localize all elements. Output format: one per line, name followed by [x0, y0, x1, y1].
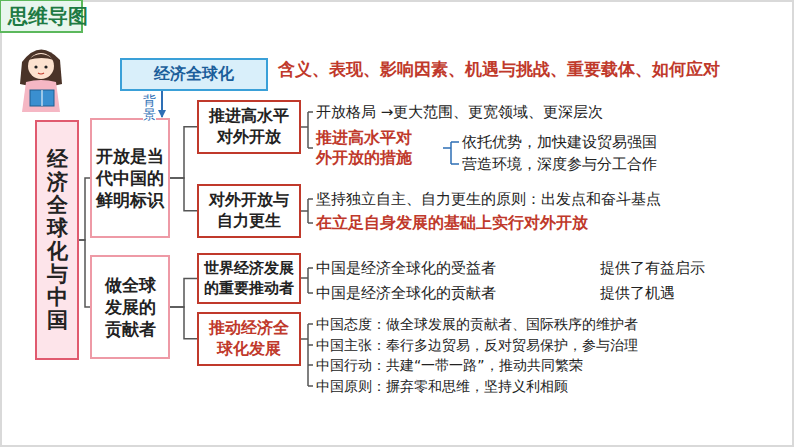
leaf-text: 中国态度：做全球发展的贡献者、国际秩序的维护者: [316, 314, 638, 334]
connector: [170, 178, 197, 211]
leaf-text: 中国行动：共建“一带一路”，推动共同繁荣: [316, 355, 583, 375]
leaf-text: 中国是经济全球化的受益者: [316, 258, 496, 278]
leaf-text: 依托优势，加快建设贸易强国: [462, 132, 657, 152]
brackets: [301, 112, 313, 386]
sub-box: 推进高水平对外开放: [197, 100, 301, 154]
leaf-text: 含义、表现、影响因素、机遇与挑战、重要载体、如何应对: [278, 59, 720, 79]
bracket: [443, 142, 459, 164]
leaf-text: 提供了机遇: [600, 283, 675, 303]
node-text: 开放是当代中国的鲜明标识: [96, 145, 164, 211]
connector: [170, 127, 197, 178]
sub-box: 推动经济全球化发展: [197, 312, 301, 366]
node-text: 做全球发展的贡献者: [105, 274, 156, 340]
sub-box: 世界经济发展的重要推动者: [197, 253, 301, 304]
edge-label: 背景: [143, 94, 156, 123]
node-text: 经济全球化与中国: [47, 148, 68, 333]
topic-box: 经济全球化: [120, 58, 268, 91]
branch-box: 做全球发展的贡献者: [90, 255, 170, 359]
leaf-text: 营造环境，深度参与分工合作: [462, 154, 657, 174]
node-text: 推进高水平对外开放: [209, 106, 289, 148]
node-text: 对外开放与自力更生: [209, 190, 289, 232]
leaf-text: 坚持独立自主、自力更生的原则：出发点和奋斗基点: [316, 189, 661, 209]
root-box: 经济全球化与中国: [35, 120, 79, 360]
leaf-text: 中国是经济全球化的贡献者: [316, 283, 496, 303]
leaf-text: 中国主张：奉行多边贸易，反对贸易保护，参与治理: [316, 335, 638, 355]
slide-title: 思维导图: [8, 3, 88, 30]
branch-box: 开放是当代中国的鲜明标识: [90, 118, 170, 238]
girl-illustration: [20, 49, 62, 112]
node-text: 世界经济发展的重要推动者: [204, 259, 294, 298]
leaf-text: 开放格局 →更大范围、更宽领域、更深层次: [316, 102, 603, 122]
connector: [170, 279, 197, 308]
connector: [79, 240, 90, 307]
connector: [79, 178, 90, 240]
leaf-text: 在立足自身发展的基础上实行对外开放: [316, 213, 588, 233]
node-text: 推动经济全球化发展: [209, 318, 289, 360]
node-text: 经济全球化: [154, 64, 234, 85]
sub-box: 对外开放与自力更生: [197, 184, 301, 238]
connector: [161, 91, 163, 117]
leaf-text: 推进高水平对外开放的措施: [316, 128, 412, 168]
leaf-text: 中国原则：摒弃零和思维，坚持义利相顾: [316, 376, 568, 396]
leaf-text: 提供了有益启示: [600, 258, 705, 278]
connector: [170, 307, 197, 339]
